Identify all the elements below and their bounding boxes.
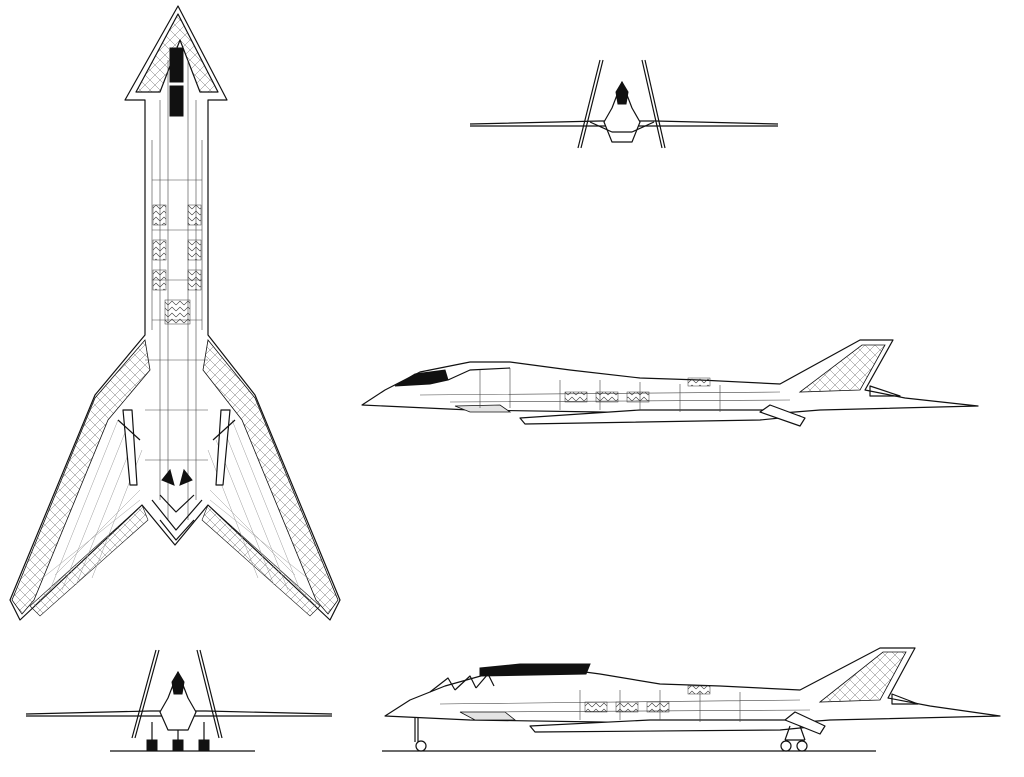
left-main-wheel — [146, 739, 158, 751]
left-wing-truss — [11, 339, 151, 615]
nose-wheel — [415, 740, 427, 752]
fuselage-vent-left-2 — [152, 239, 167, 261]
nose-gear-strut — [414, 718, 419, 742]
left-fin — [577, 59, 604, 149]
right-wing-trailing-truss — [201, 504, 321, 617]
right-vertical-tail — [215, 409, 231, 486]
ventral-fin — [784, 711, 826, 735]
right-main-wheel — [198, 739, 210, 751]
nose-wheel — [172, 739, 184, 751]
top-view — [9, 5, 341, 621]
side-vent-2 — [595, 391, 619, 403]
canopy — [479, 663, 591, 677]
main-wheel-front — [780, 740, 792, 752]
belly-pod — [519, 409, 801, 425]
side-vent-2 — [615, 701, 639, 713]
side-vent-3 — [646, 701, 670, 713]
canopy — [394, 369, 449, 387]
left-vertical-tail — [122, 409, 138, 486]
left-fin — [131, 649, 160, 739]
side-vent-4 — [687, 377, 711, 387]
canopy-front — [169, 47, 184, 83]
fuselage-front — [603, 81, 641, 143]
tail-truss — [818, 651, 907, 703]
engine-nozzles — [161, 468, 193, 486]
fuselage-vent-right-2 — [187, 239, 202, 261]
fuselage-vent-left-3 — [152, 269, 167, 291]
main-wheel-rear — [796, 740, 808, 752]
canopy-rear — [169, 85, 184, 117]
fuselage-vent-right-3 — [187, 269, 202, 291]
side-vent-3 — [626, 391, 650, 403]
tail-truss — [798, 344, 886, 393]
canopy-frame — [429, 673, 495, 693]
side-vent-1 — [564, 391, 588, 403]
right-fin — [196, 649, 223, 739]
front-view-gear-down — [25, 649, 333, 752]
ventral-fin — [759, 404, 806, 427]
side-view-gear-down — [382, 647, 1001, 752]
right-fin — [641, 59, 666, 149]
fuselage-vent-center — [164, 299, 191, 325]
side-view-clean — [361, 339, 979, 427]
right-wing-truss — [202, 339, 339, 615]
side-vent-1 — [584, 701, 608, 713]
front-view-clean — [469, 59, 779, 149]
ventral-fairing — [454, 404, 512, 413]
canopy-front — [171, 671, 185, 695]
canard-truss — [135, 13, 219, 93]
side-vent-4 — [687, 685, 711, 695]
fuselage-vent-right-1 — [187, 204, 202, 226]
left-wing-trailing-truss — [29, 504, 149, 617]
canopy-front — [615, 81, 629, 105]
main-gear-strut — [784, 725, 806, 741]
fuselage-vent-left-1 — [152, 204, 167, 226]
wing-panel-lines — [39, 419, 311, 591]
